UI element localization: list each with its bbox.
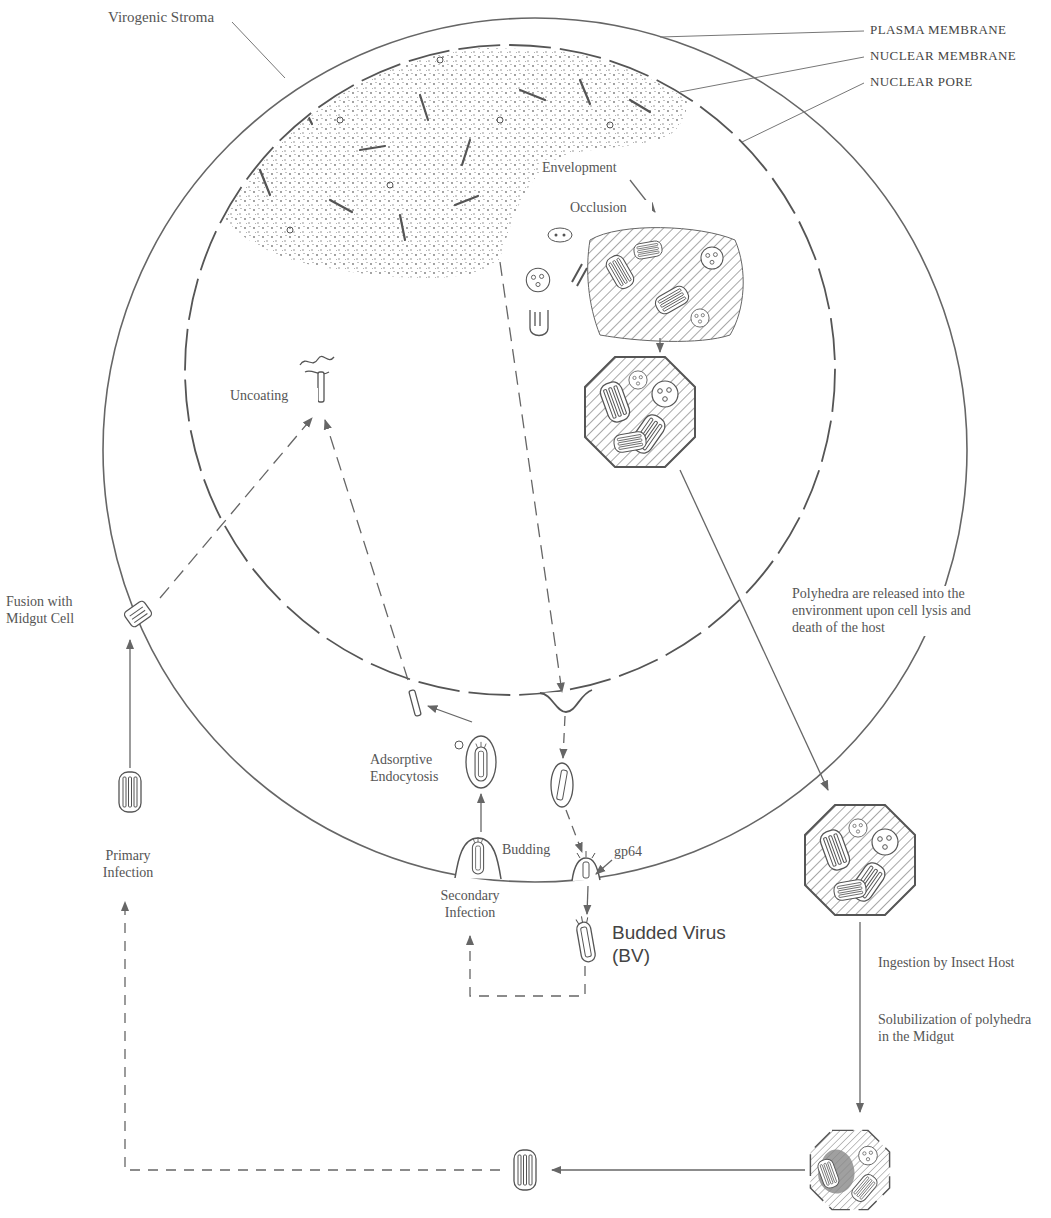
fusion-virion (123, 600, 153, 629)
step-label: Envelopment (540, 160, 640, 177)
odv-virion (119, 772, 141, 812)
part-label: PLASMA MEMBRANE (870, 22, 1006, 38)
virus-label: Budded Virus (BV) (612, 922, 762, 968)
polyhedron (585, 357, 695, 467)
step-label: Primary Infection (86, 848, 170, 882)
step-label: Fusion with Midgut Cell (6, 594, 96, 628)
leader-lines (232, 22, 864, 142)
part-label: NUCLEAR PORE (870, 74, 973, 90)
nucleocapsid (409, 690, 422, 717)
step-label: Solubilization of polyhedra in the Midgu… (878, 1012, 1036, 1046)
step-label: Uncoating (228, 388, 318, 405)
step-label: Secondary Infection (426, 888, 514, 922)
odv-virion (514, 1150, 536, 1190)
step-label: Ingestion by Insect Host (878, 955, 1033, 972)
nuclear-bulge (540, 690, 592, 712)
envelopment-virions (526, 228, 587, 336)
region-label: Virogenic Stroma (108, 8, 258, 26)
cytoplasmic-virion (551, 763, 573, 807)
occlusion-region (588, 228, 744, 342)
endocytic-pit (455, 838, 501, 879)
pathway-arrows (125, 180, 860, 1170)
protein-label: gp64 (614, 844, 664, 861)
plasma-membrane (103, 18, 967, 882)
step-label: Occlusion (568, 200, 652, 217)
note-label: Polyhedra are released into the environm… (790, 586, 999, 636)
part-label: NUCLEAR MEMBRANE (870, 48, 1016, 64)
endocytic-vesicle (466, 736, 496, 788)
polyhedron (805, 805, 915, 915)
budded-virus (575, 915, 597, 963)
budding-site (572, 858, 600, 881)
step-label: Adsorptive Endocytosis (368, 752, 464, 786)
step-label: Budding (500, 842, 572, 859)
dissolving-polyhedron (810, 1130, 889, 1209)
nuclear-membrane (185, 45, 835, 695)
